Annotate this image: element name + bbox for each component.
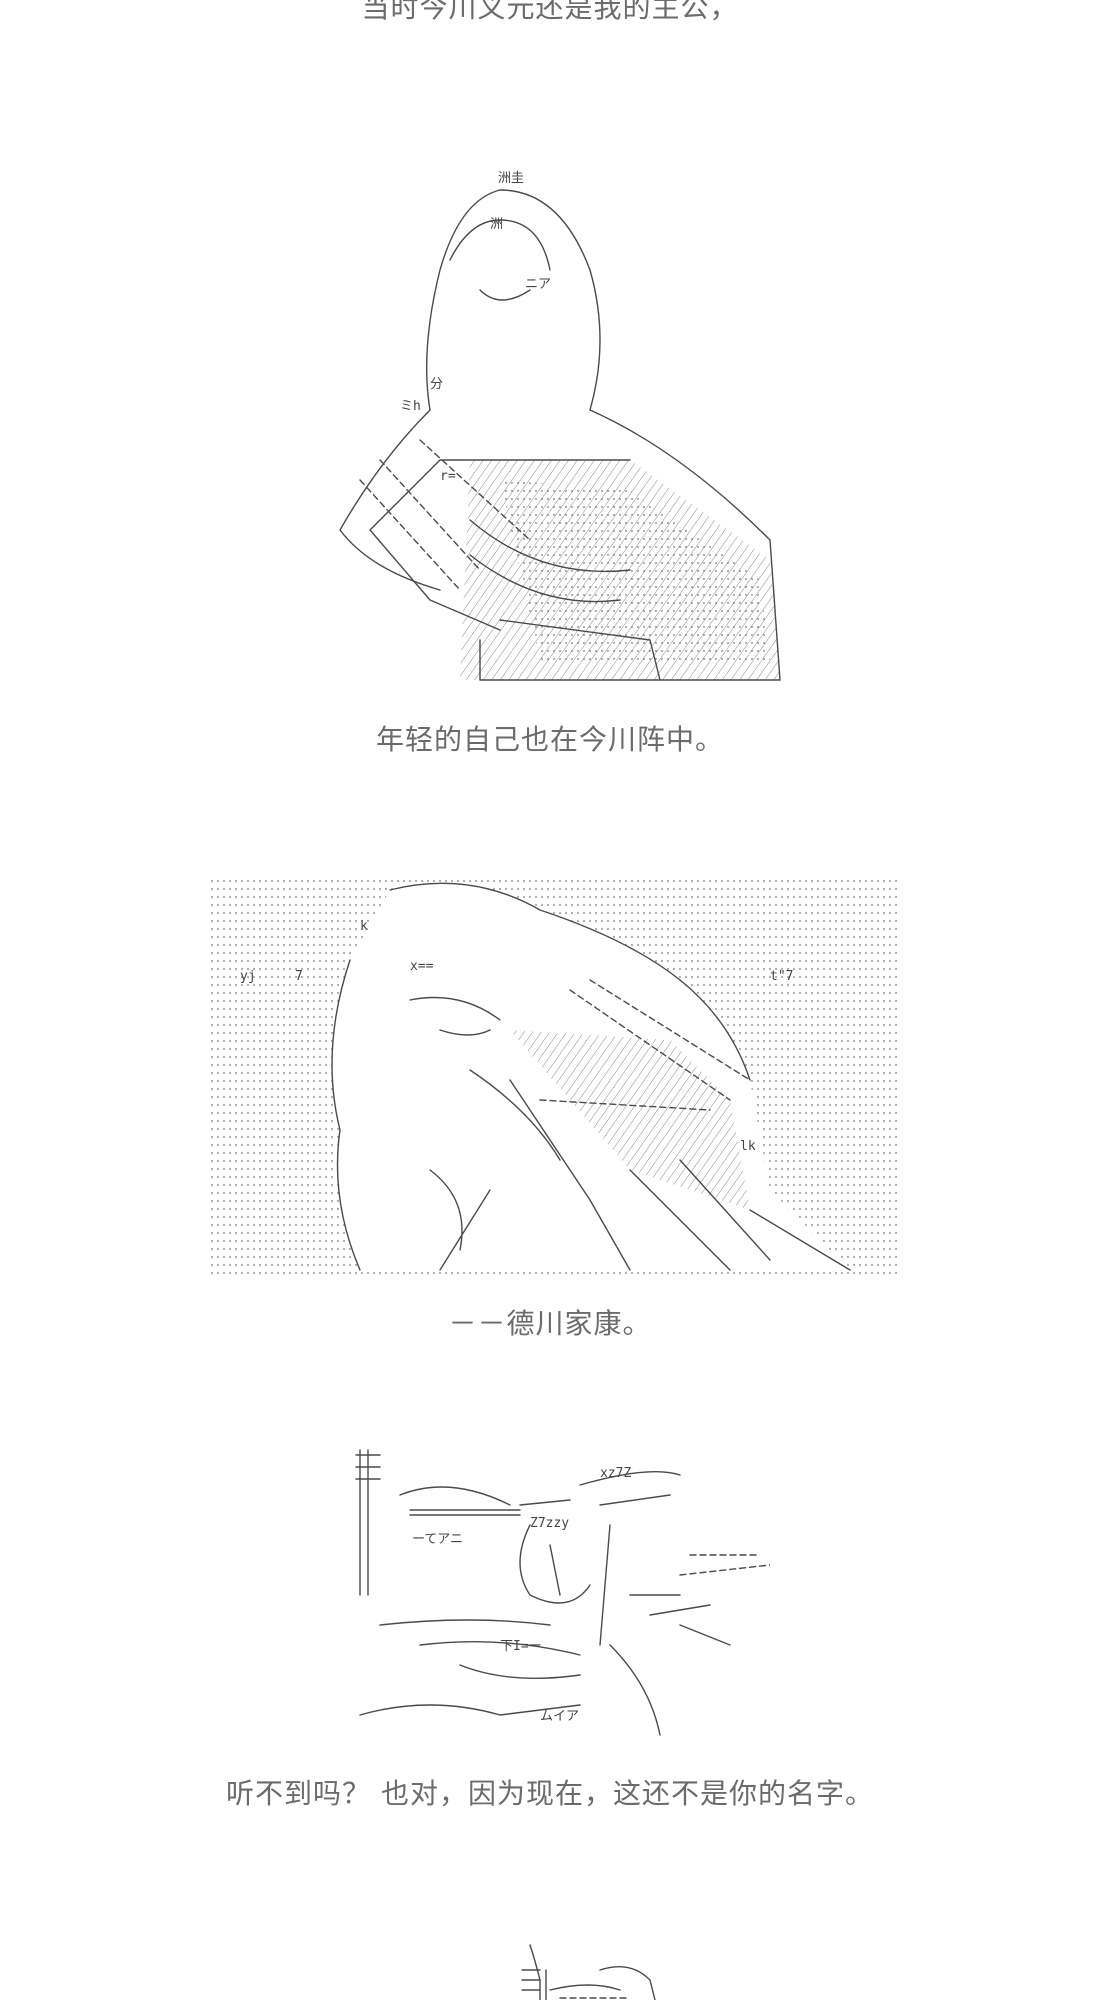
ascii-art-face-sketch: xz7Z Z7zzy ーてアニ 下I=ー ムイア [350, 1445, 770, 1745]
caption-young-self: 年轻的自己也在今川阵中。 [375, 723, 724, 756]
caption-tokugawa: －－德川家康。 [448, 1307, 652, 1340]
art3-label-4: ムイア [540, 1709, 579, 1724]
art1-label-0: 洲圭 [498, 171, 524, 186]
art2-label-4: lk [740, 1139, 756, 1154]
art1-label-4: ミh [400, 399, 421, 414]
ascii-art-tokugawa-scene: k yj 7 t"7 lk x== [210, 870, 900, 1280]
art1-label-3: 分 [430, 377, 443, 392]
caption-not-your-name: 听不到吗？ 也对，因为现在，这还不是你的名字。 [226, 1777, 874, 1810]
art1-label-5: r= [440, 469, 456, 484]
art2-label-5: x== [410, 959, 434, 974]
art3-label-1: Z7zzy [530, 1516, 569, 1531]
art2-label-3: t"7 [770, 969, 793, 984]
art1-label-2: ニア [525, 277, 551, 292]
art2-label-2: 7 [295, 969, 303, 984]
art2-label-0: k [360, 919, 368, 934]
art3-label-2: ーてアニ [412, 1532, 463, 1547]
ascii-art-kneeling-figure: 洲圭 洲 ニア 分 ミh r= [300, 160, 800, 700]
art2-label-1: yj [240, 969, 256, 984]
caption-lord: 当时今川义元还是我的主公， [361, 0, 739, 24]
ascii-art-bottom-partial [510, 1940, 670, 2000]
art3-label-0: xz7Z [600, 1466, 631, 1481]
art1-label-1: 洲 [490, 217, 503, 232]
art3-label-3: 下I=ー [500, 1639, 542, 1654]
